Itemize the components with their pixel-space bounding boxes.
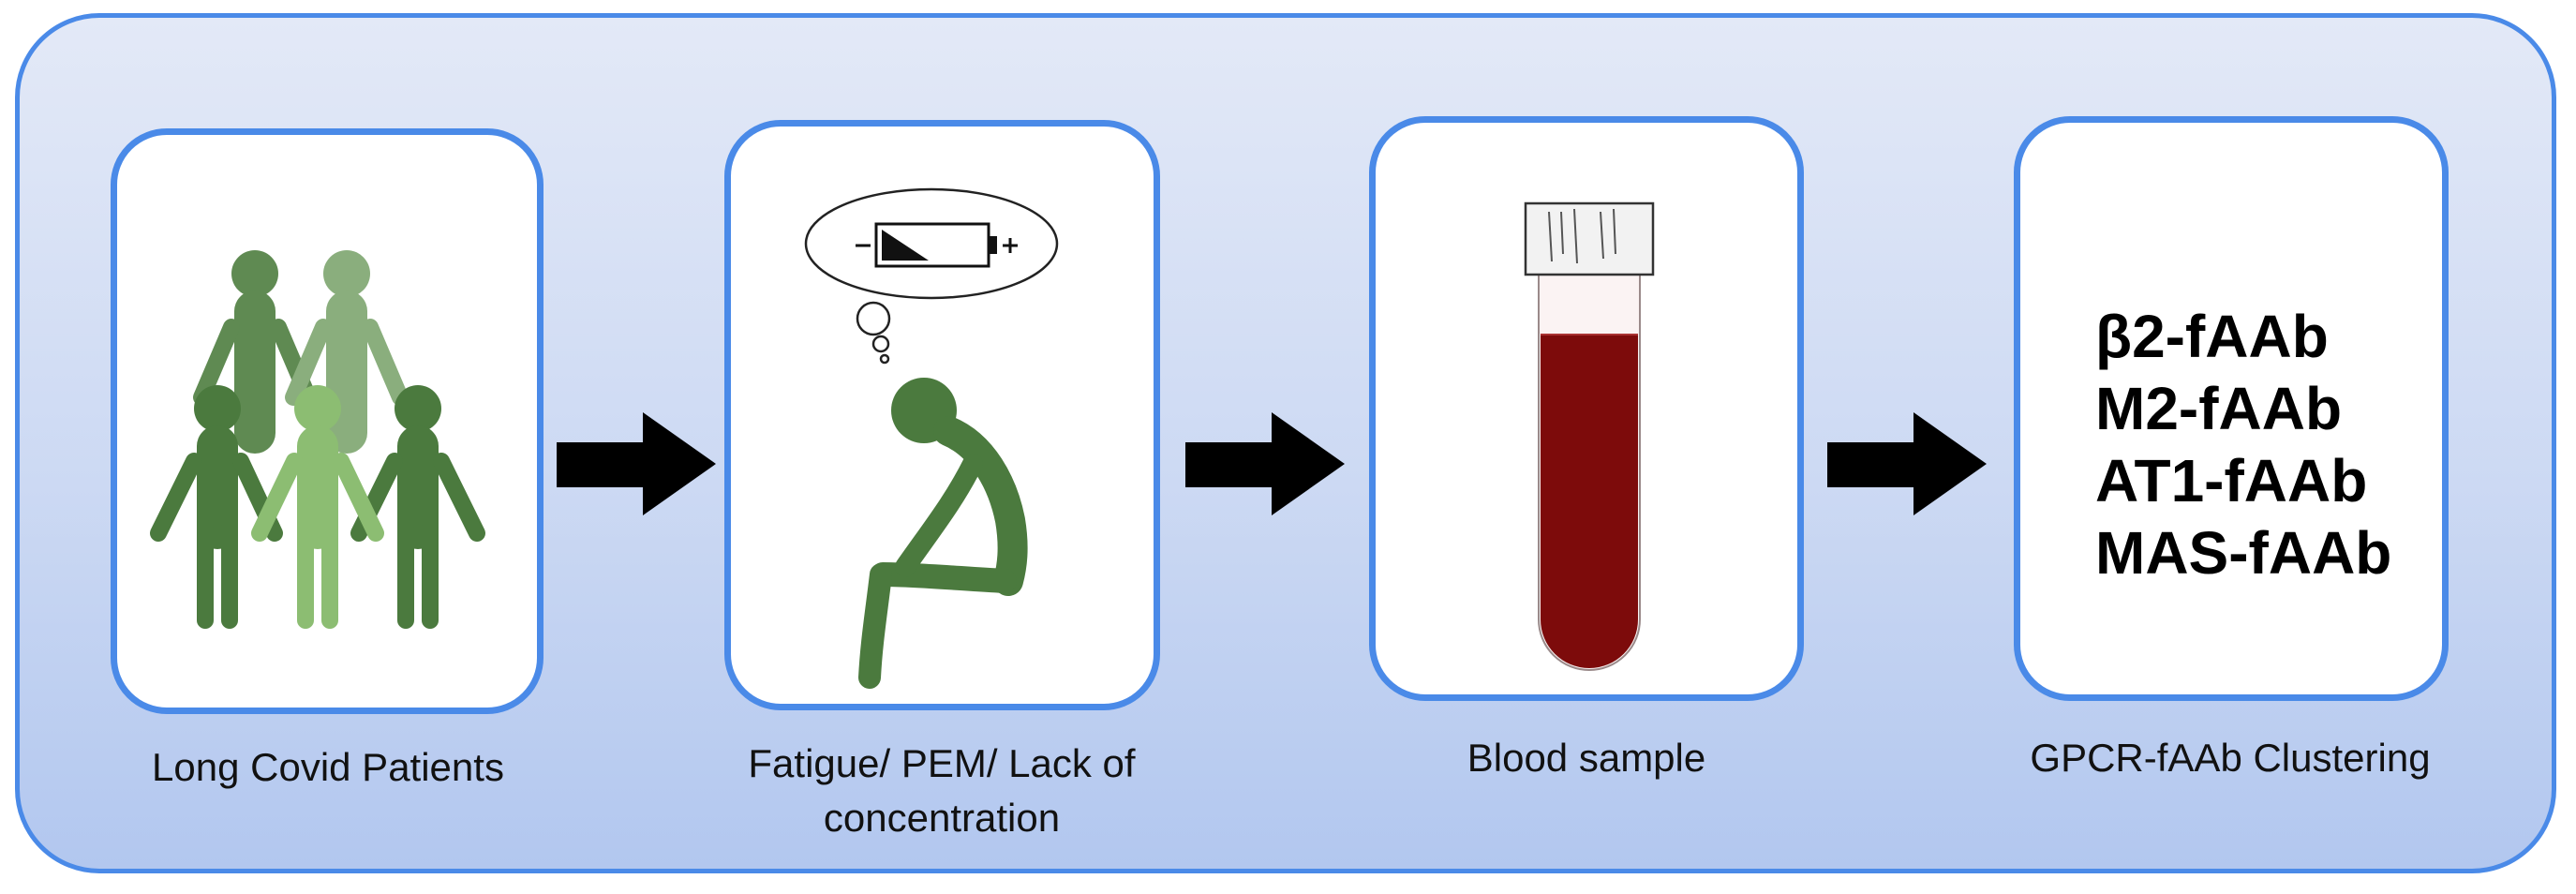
antibody-list: β2-fAAb M2-fAAb AT1-fAAb MAS-fAAb xyxy=(2095,301,2391,589)
arrow-right-icon xyxy=(557,412,716,515)
fatigued-person-icon xyxy=(804,187,1059,689)
antibody-at1: AT1-fAAb xyxy=(2095,447,2368,514)
antibody-mas: MAS-fAAb xyxy=(2095,519,2392,587)
fatigue-panel xyxy=(724,120,1160,710)
caption-blood-sample: Blood sample xyxy=(1467,736,1706,780)
blood-sample-panel xyxy=(1369,116,1804,701)
blood-tube-icon xyxy=(1524,201,1655,671)
patient-figure xyxy=(285,250,409,454)
antibody-beta2: β2-fAAb xyxy=(2095,303,2329,370)
thought-bubble xyxy=(804,187,1059,365)
antibody-panel: β2-fAAb M2-fAAb AT1-fAAb MAS-fAAb xyxy=(2014,116,2449,701)
patient-figure xyxy=(251,385,384,629)
patients-panel xyxy=(111,128,543,714)
arrow-right-icon xyxy=(1827,412,1987,515)
low-battery-icon xyxy=(856,222,1018,268)
caption-long-covid-patients: Long Covid Patients xyxy=(152,745,504,789)
antibody-m2: M2-fAAb xyxy=(2095,375,2343,442)
caption-fatigue: Fatigue/ PEM/ Lack of concentration xyxy=(693,737,1190,845)
patient-figure xyxy=(350,385,485,629)
arrow-right-icon xyxy=(1185,412,1345,515)
caption-fatigue-line1: Fatigue/ PEM/ Lack of xyxy=(748,741,1136,785)
patients-group-icon xyxy=(150,250,485,629)
caption-fatigue-line2: concentration xyxy=(823,796,1061,840)
caption-gpcr-clustering: GPCR-fAAb Clustering xyxy=(2030,736,2431,780)
